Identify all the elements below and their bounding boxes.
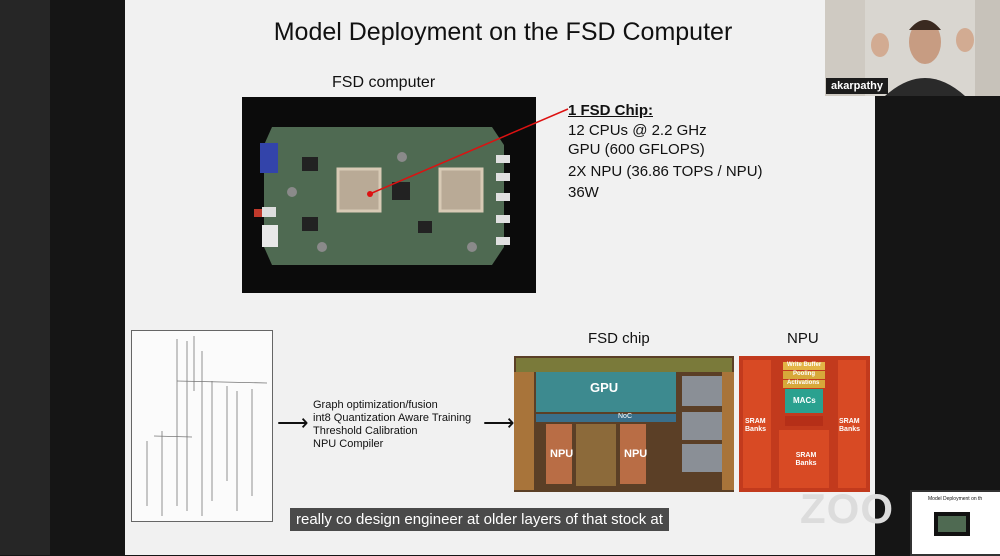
- npu-die-illustration: [739, 356, 870, 492]
- opt-compiler: NPU Compiler: [313, 438, 384, 450]
- fsd-board-photo: [242, 97, 536, 293]
- chip-gpu-label: GPU: [590, 380, 619, 395]
- spec-cpus: 12 CPUs @ 2.2 GHz: [568, 122, 707, 139]
- computational-graph-image: [131, 330, 273, 522]
- thumbnail-preview: [934, 512, 970, 536]
- opt-threshold: Threshold Calibration: [313, 425, 418, 437]
- subtitle-caption: really co design engineer at older layer…: [290, 508, 669, 531]
- zoom-watermark: ZOO: [800, 485, 894, 532]
- chip-die-illustration: [514, 356, 734, 492]
- spec-npu: 2X NPU (36.86 TOPS / NPU): [568, 163, 763, 180]
- npu-label: NPU: [787, 330, 819, 347]
- npu-sram-left-label: SRAM Banks: [745, 418, 767, 433]
- presentation-slide: Model Deployment on the FSD Computer FSD…: [125, 0, 875, 555]
- npu-die: Write Buffer Pooling Activations MACs SR…: [739, 356, 870, 492]
- fsd-chip-label: FSD chip: [588, 330, 650, 347]
- spec-power: 36W: [568, 184, 599, 201]
- npu-pooling-label: Pooling: [793, 371, 815, 377]
- fsd-chip-die: GPU NoC NPU NPU: [514, 356, 734, 492]
- spec-heading: 1 FSD Chip:: [568, 102, 653, 119]
- chip-npu-left-label: NPU: [550, 448, 574, 460]
- npu-sram-bottom-label: SRAM Banks: [795, 452, 817, 467]
- flow-arrow-right: ⟶: [483, 410, 515, 435]
- flow-arrow-left: ⟶: [277, 410, 309, 435]
- npu-macs-label: MACs: [793, 396, 816, 405]
- npu-activations-label: Activations: [787, 380, 820, 386]
- opt-quantization: int8 Quantization Aware Training: [313, 412, 472, 424]
- npu-write-buffer-label: Write Buffer: [787, 362, 822, 368]
- graph-illustration: [146, 336, 268, 516]
- npu-sram-right-label: SRAM Banks: [839, 418, 861, 433]
- fsd-computer-label: FSD computer: [332, 74, 436, 91]
- chip-npu-right-label: NPU: [624, 448, 648, 460]
- slide-title: Model Deployment on the FSD Computer: [273, 18, 733, 46]
- speaker-name-label: akarpathy: [826, 78, 888, 94]
- pointer-arrow: [367, 108, 569, 197]
- thumbnail-title: Model Deployment on th: [928, 496, 983, 502]
- chip-noc-label: NoC: [618, 413, 633, 420]
- spec-gpu: GPU (600 GFLOPS): [568, 141, 705, 158]
- speaker-video: [825, 0, 1000, 96]
- board-illustration: [242, 97, 536, 293]
- slide-thumbnail[interactable]: Model Deployment on th: [910, 490, 1000, 556]
- left-dark-bar: [0, 0, 50, 555]
- opt-graph-fusion: Graph optimization/fusion: [313, 399, 438, 411]
